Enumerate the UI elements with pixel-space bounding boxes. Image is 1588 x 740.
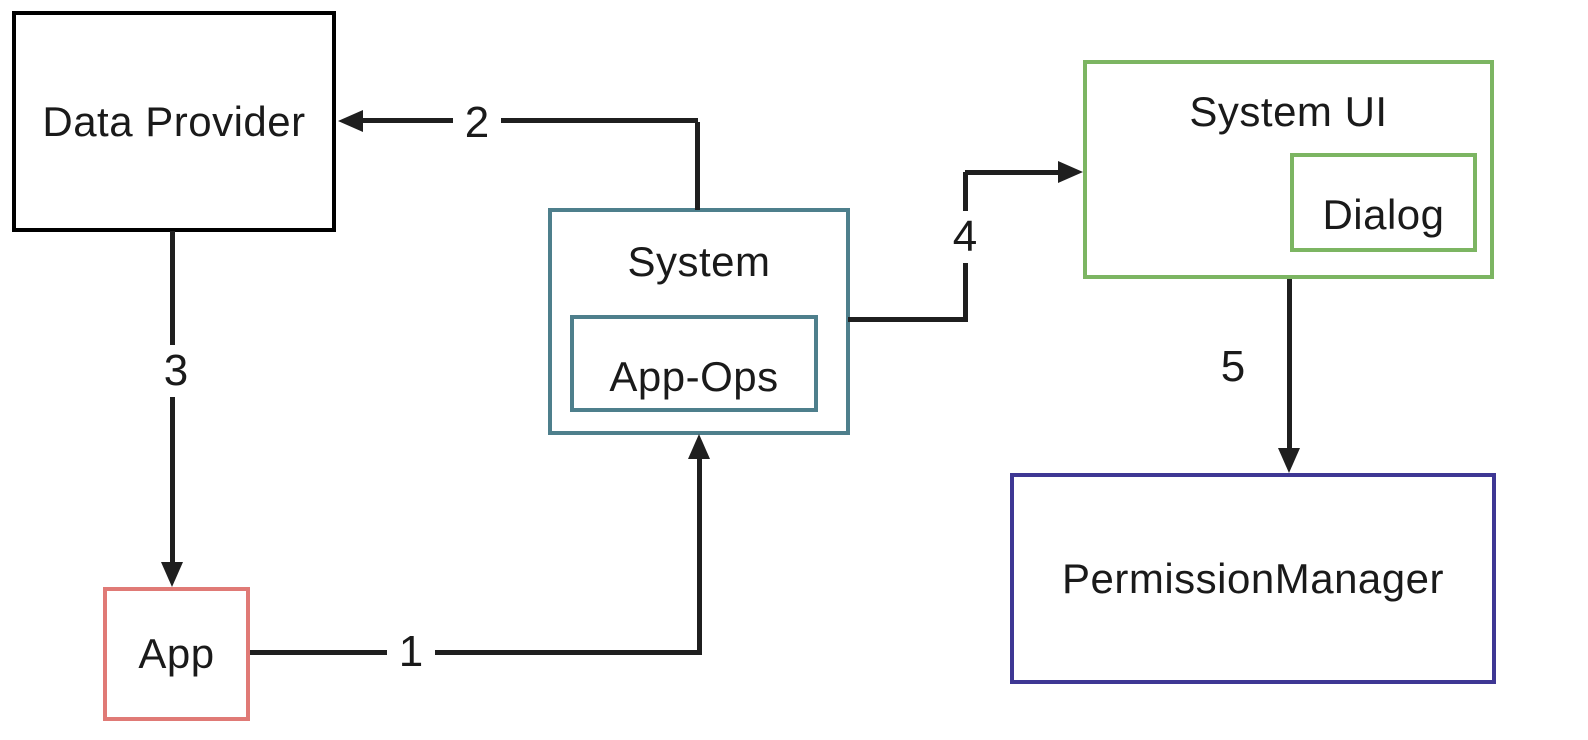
edge-5-arrowhead-down bbox=[1278, 448, 1300, 473]
node-data-provider: Data Provider bbox=[12, 11, 336, 232]
edge-4-label: 4 bbox=[941, 211, 989, 263]
edge-2-segment-vertical bbox=[695, 122, 700, 210]
node-app-ops-label: App-Ops bbox=[609, 352, 779, 400]
node-system-ui: System UI Dialog bbox=[1083, 60, 1494, 279]
edge-3-label: 3 bbox=[152, 345, 200, 397]
edge-3-arrowhead-down bbox=[161, 562, 183, 587]
edge-2-segment-horizontal bbox=[362, 118, 698, 123]
node-dialog: Dialog bbox=[1290, 153, 1477, 252]
node-dialog-label: Dialog bbox=[1322, 190, 1445, 238]
edge-1-segment-vertical bbox=[697, 459, 702, 653]
edge-3-segment-vertical bbox=[170, 231, 175, 563]
node-data-provider-label: Data Provider bbox=[42, 97, 306, 145]
node-system: System App-Ops bbox=[548, 208, 850, 435]
edge-5-segment-vertical bbox=[1287, 279, 1292, 449]
edge-2-arrowhead-left bbox=[338, 110, 363, 132]
edge-5-label: 5 bbox=[1209, 341, 1257, 393]
node-app-label: App bbox=[138, 630, 215, 677]
edge-4-segment-horizontal-lower bbox=[848, 317, 968, 322]
node-permission-manager: PermissionManager bbox=[1010, 473, 1496, 684]
edge-1-label: 1 bbox=[387, 626, 435, 678]
node-app: App bbox=[103, 587, 250, 721]
edge-1-arrowhead-up bbox=[688, 434, 710, 459]
edge-4-segment-horizontal-upper bbox=[965, 170, 1059, 175]
node-app-ops: App-Ops bbox=[570, 315, 818, 412]
edge-2-label: 2 bbox=[453, 97, 501, 149]
node-system-label: System bbox=[627, 238, 771, 285]
edge-1-segment-horizontal bbox=[250, 650, 702, 655]
edge-4-arrowhead-right bbox=[1058, 161, 1083, 183]
node-system-ui-label: System UI bbox=[1189, 88, 1388, 135]
node-permission-manager-label: PermissionManager bbox=[1062, 554, 1444, 602]
